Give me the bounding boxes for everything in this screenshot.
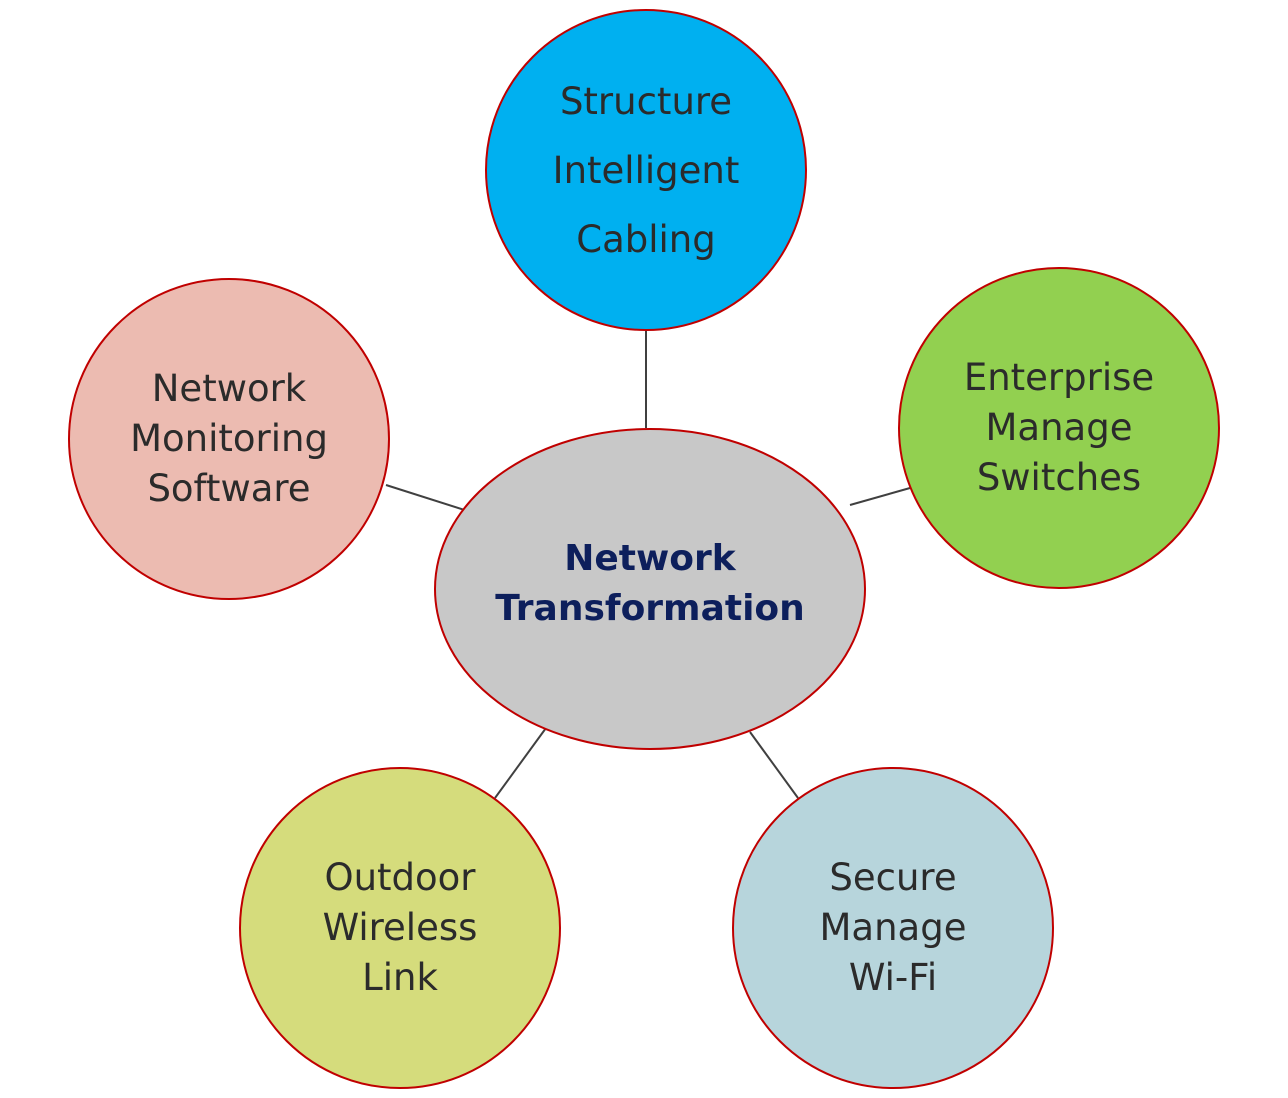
center-label-line-1: Network — [564, 538, 736, 579]
node-right-line-3: Switches — [976, 456, 1142, 499]
node-label-bottom-right: Secure Manage Wi-Fi — [733, 851, 1053, 1005]
node-label-top: Structure Intelligent Cabling — [486, 60, 806, 280]
node-circle-top — [485, 9, 807, 331]
node-circle-bottom-right — [732, 767, 1054, 1089]
node-top-line-3: Cabling — [576, 217, 716, 261]
center-label: Network Transformation — [450, 529, 850, 639]
node-top-line-1: Structure — [559, 79, 733, 123]
node-bottom-left-line-2: Wireless — [322, 906, 478, 949]
connector-right — [849, 487, 911, 506]
node-bottom-right-line-3: Wi-Fi — [848, 956, 938, 999]
node-right-line-1: Enterprise — [963, 356, 1155, 399]
connector-left — [385, 484, 475, 514]
node-label-left: Network Monitoring Software — [69, 362, 389, 516]
node-top-line-2: Intelligent — [552, 148, 740, 192]
node-right-line-2: Manage — [985, 406, 1133, 449]
node-circle-right — [898, 267, 1220, 589]
node-left-line-3: Software — [147, 467, 311, 510]
node-label-right: Enterprise Manage Switches — [899, 351, 1219, 505]
connector-bottom-right — [749, 731, 799, 799]
node-circle-left — [68, 278, 390, 600]
node-bottom-left-line-1: Outdoor — [324, 856, 476, 899]
node-bottom-right-line-2: Manage — [819, 906, 967, 949]
node-circle-bottom-left — [239, 767, 561, 1089]
node-bottom-right-line-1: Secure — [829, 856, 957, 899]
node-left-line-2: Monitoring — [130, 417, 328, 460]
node-bottom-left-line-3: Link — [362, 956, 438, 999]
node-label-bottom-left: Outdoor Wireless Link — [240, 851, 560, 1005]
center-label-line-2: Transformation — [495, 588, 805, 629]
node-left-line-1: Network — [151, 367, 307, 410]
center-ellipse — [434, 428, 866, 750]
connector-bottom-left — [494, 727, 547, 799]
